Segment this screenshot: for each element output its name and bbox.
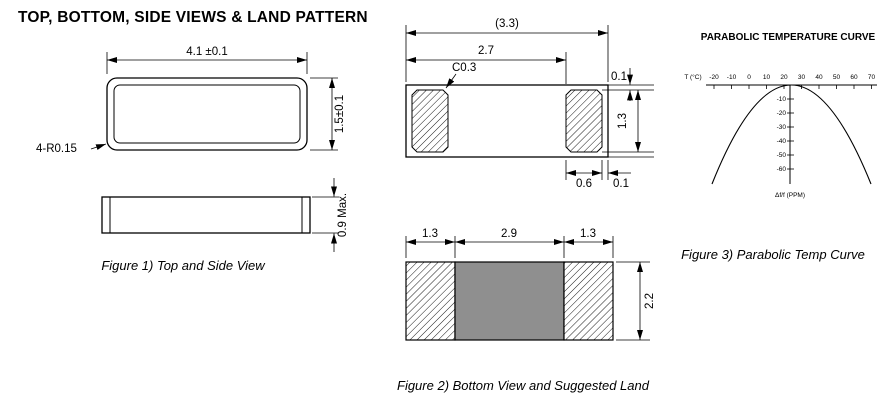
svg-text:-10: -10 [727,74,737,81]
y-axis-ticks [787,98,794,170]
svg-text:50: 50 [833,74,841,81]
parabola-curve [711,84,872,185]
figure3-chart: PARABOLIC TEMPERATURE CURVE T (°C) -20 -… [684,32,877,199]
svg-text:10: 10 [763,74,771,81]
svg-text:-30: -30 [777,124,787,131]
svg-text:-50: -50 [777,152,787,159]
figure2-land-dims: 1.3 2.9 1.3 [405,228,614,258]
figure1-caption: Figure 1) Top and Side View [101,258,266,273]
figure1-dim-height: 1.5±0.1 [310,77,346,151]
figure1-corner-radius-callout: 4-R0.15 [36,143,107,155]
dim-gap-top-label: 0.1 [611,71,627,83]
figure2-dim-pad-width: 0.6 [565,160,603,190]
figure1-dim-length: 4.1 ±0.1 [106,46,308,74]
figure2-caption: Figure 2) Bottom View and Suggested Land [397,378,650,393]
figure2-dim-land-height: 2.2 [616,261,656,341]
svg-text:0: 0 [747,74,751,81]
svg-text:-60: -60 [777,166,787,173]
land-pad-left [405,261,456,341]
dim-chamfer-label: C0.3 [452,62,476,74]
svg-text:40: 40 [815,74,823,81]
y-axis-label: T (°C) [684,73,701,81]
figure2-dim-overall: (3.3) [405,18,609,82]
chart-title: PARABOLIC TEMPERATURE CURVE [701,32,876,43]
right-terminal-pad [565,89,603,153]
svg-text:-20: -20 [709,74,719,81]
figure1-dim-thickness: 0.9 Max. [312,178,349,252]
x-axis-label: Δf/f (PPM) [775,192,805,199]
dim-pad-width-label: 0.6 [576,178,592,190]
figure2-dim-pad-height: 1.3 [602,90,654,158]
dim-overall-label: (3.3) [495,18,519,30]
figure2-chamfer-callout: C0.3 [445,62,476,89]
dim-thickness-label: 0.9 Max. [337,193,349,237]
svg-text:-40: -40 [777,138,787,145]
dim-corner-radius-label: 4-R0.15 [36,143,77,155]
figure2-bottom-view [405,84,609,158]
svg-text:-10: -10 [777,96,787,103]
figure1-side-view [101,196,311,234]
figure2-dim-inner: 2.7 [406,45,567,84]
svg-text:60: 60 [850,74,858,81]
dim-land-center-label: 2.9 [501,228,517,240]
figure2-dim-gap-top: 0.1 [602,68,654,101]
svg-text:30: 30 [798,74,806,81]
svg-text:20: 20 [780,74,788,81]
dim-edge-gap-label: 0.1 [613,178,629,190]
figure2-dim-edge-gap: 0.1 [607,160,631,190]
svg-text:70: 70 [868,74,876,81]
dim-land-height-label: 2.2 [644,293,656,309]
page-title: TOP, BOTTOM, SIDE VIEWS & LAND PATTERN [18,9,368,26]
land-body-outline [454,261,565,341]
figure1-top-view [106,77,308,151]
dim-land-left-label: 1.3 [422,228,438,240]
dim-pad-height-label: 1.3 [617,113,629,129]
svg-text:-20: -20 [777,110,787,117]
dim-land-right-label: 1.3 [580,228,596,240]
left-terminal-pad [411,89,449,153]
dim-height-label: 1.5±0.1 [334,95,346,133]
figure3-caption: Figure 3) Parabolic Temp Curve [681,247,865,262]
dim-length-label: 4.1 ±0.1 [186,46,227,58]
y-axis-tick-labels: -10 -20 -30 -40 -50 -60 [777,96,787,173]
dim-inner-label: 2.7 [478,45,494,57]
figure2-land-pattern [405,261,614,341]
x-axis-ticks [713,85,872,89]
x-axis-tick-labels: -20 -10 0 10 20 30 40 50 60 70 [709,74,875,81]
land-pad-right [563,261,614,341]
